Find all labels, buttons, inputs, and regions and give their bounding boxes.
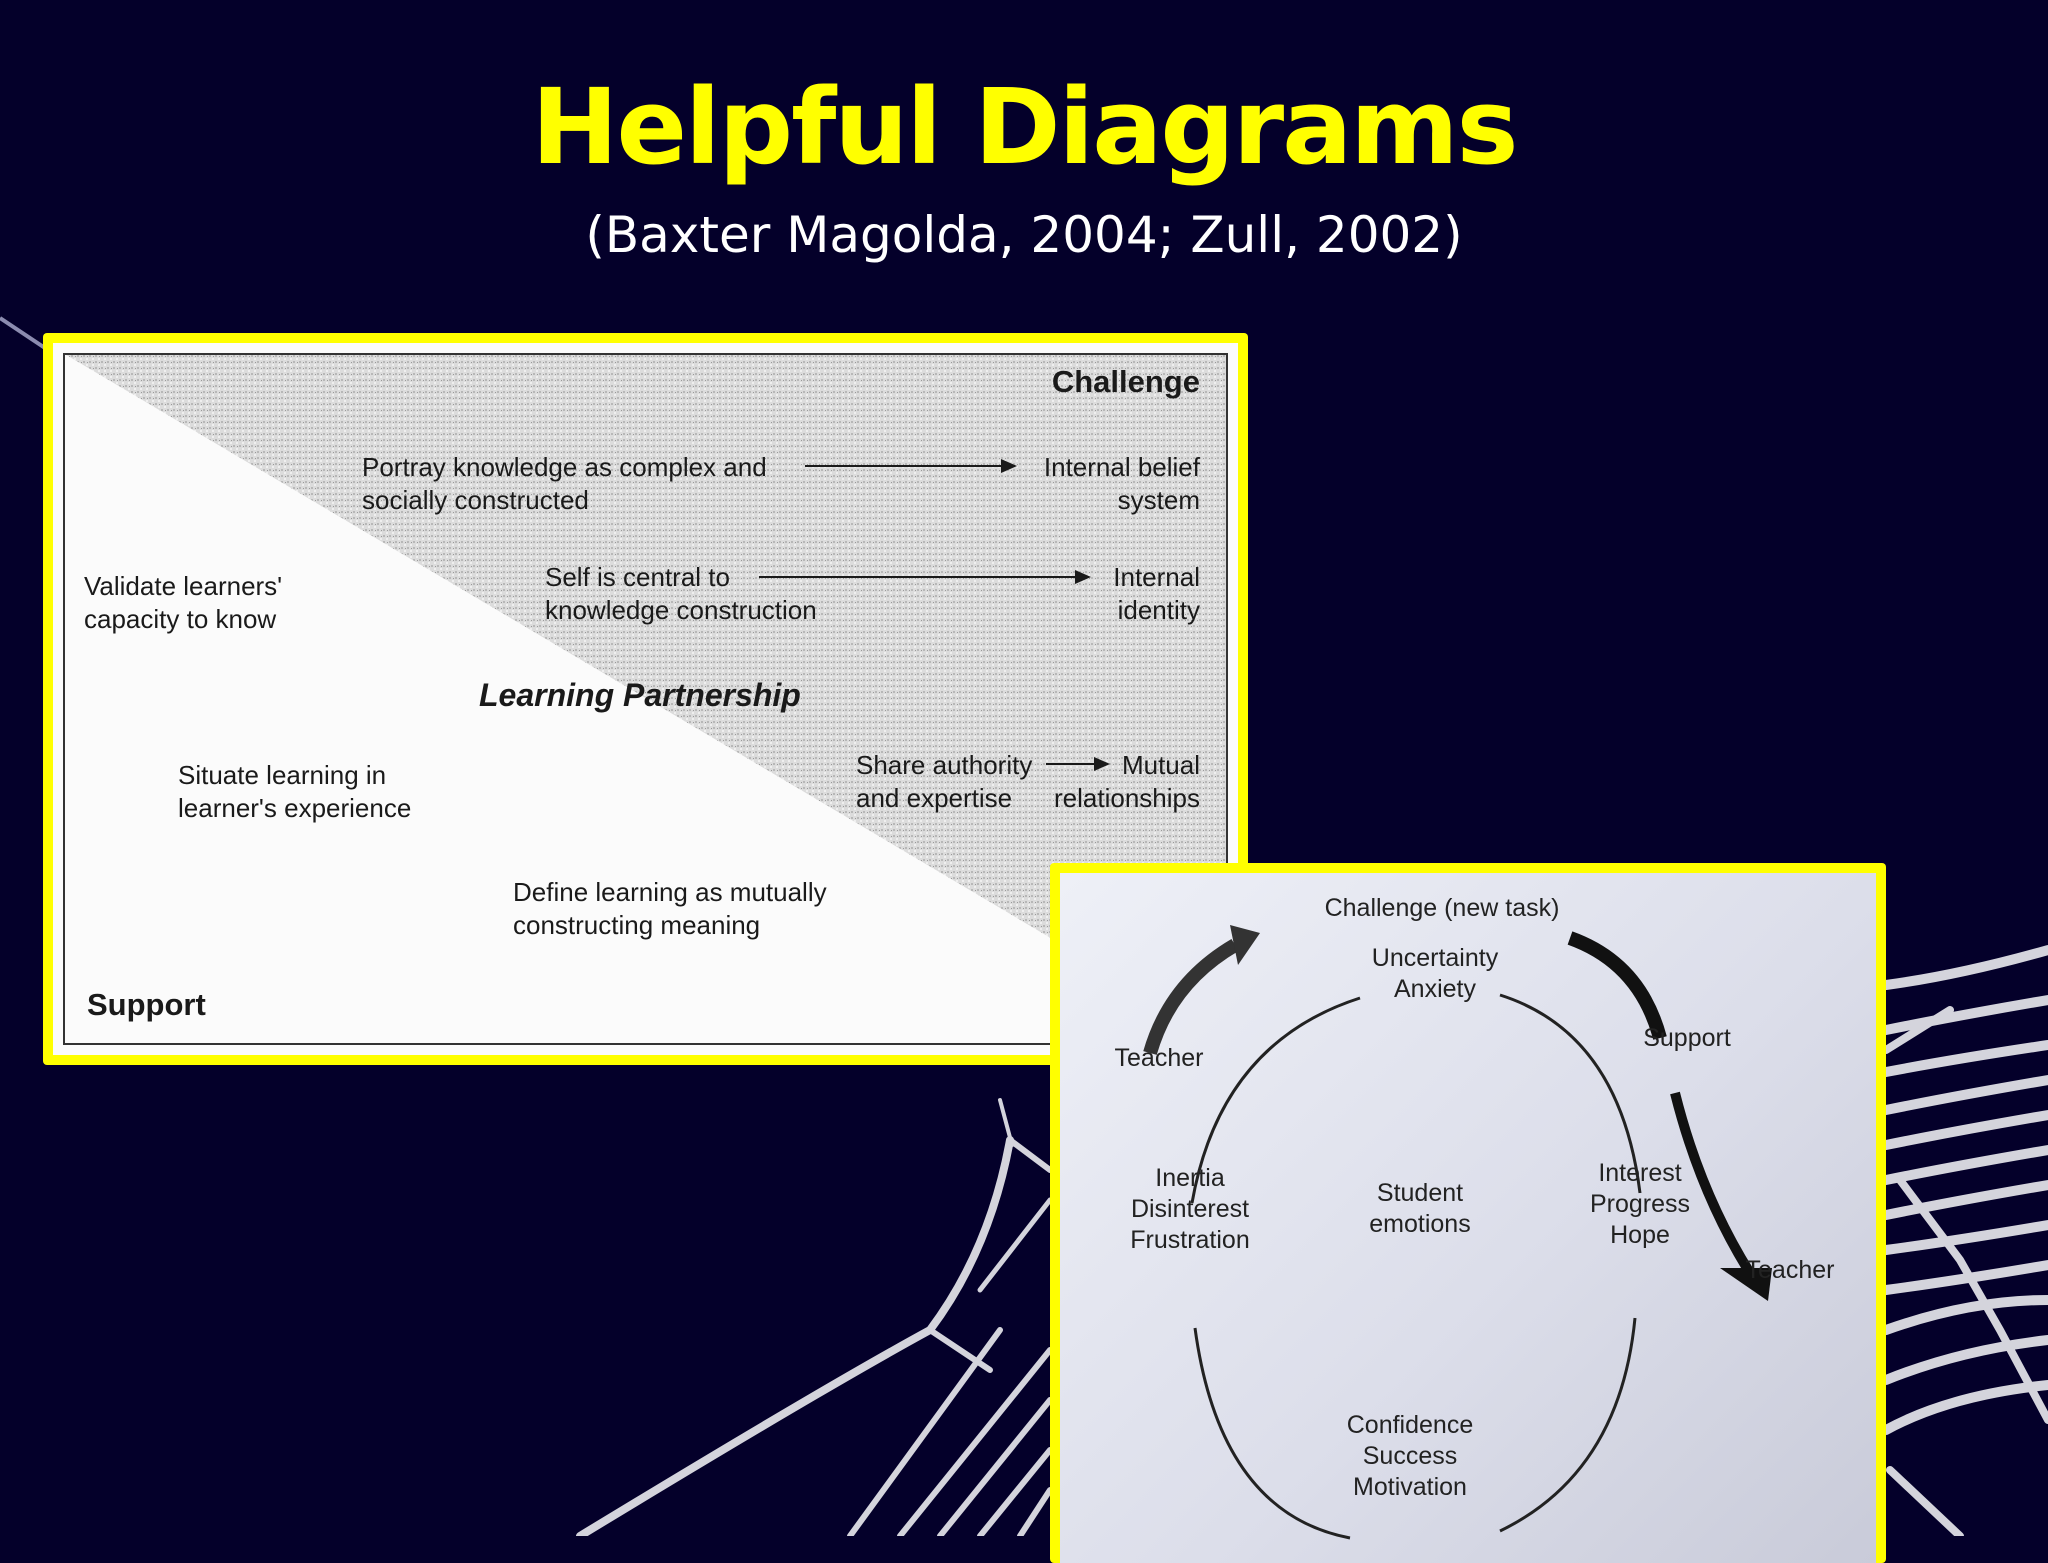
arrow-right-icon — [759, 570, 1091, 584]
slide-title: Helpful Diagrams — [531, 66, 1518, 188]
cycle-arc-bottom-left — [1193, 1327, 1351, 1540]
arrow-right-icon — [805, 459, 1017, 473]
challenge-item-2-from: Self is central to knowledge constructio… — [545, 562, 817, 625]
curved-arrow-up-icon — [1143, 938, 1239, 1055]
cycle-arc-top-left — [1190, 996, 1361, 1204]
arrow-right-icon — [1046, 757, 1110, 771]
learning-partnership-label: Learning Partnership — [479, 677, 801, 713]
state-uncertainty-anxiety: Uncertainty Anxiety — [1371, 944, 1499, 1003]
cycle-arc-top-right — [1499, 993, 1642, 1194]
student-emotions-figure: Challenge (new task) Teacher Support Tea… — [1050, 863, 1886, 1563]
challenge-item-2-to: Internal identity — [1113, 562, 1200, 625]
support-item-2: Situate learning in learner's experience — [178, 760, 412, 823]
teacher-left-label: Teacher — [1114, 1044, 1204, 1072]
state-interest-progress-hope: Interest Progress Hope — [1589, 1159, 1691, 1249]
challenge-item-3-from: Share authority and expertise — [856, 750, 1033, 813]
challenge-item-1-from: Portray knowledge as complex and sociall… — [362, 452, 767, 515]
support-label: Support — [87, 987, 206, 1022]
teacher-right-label: Teacher — [1745, 1256, 1835, 1284]
learning-partnership-figure: Challenge Support Learning Partnership P… — [43, 333, 1248, 1065]
challenge-item-1-to: Internal belief system — [1043, 452, 1200, 515]
emotions-cycle-graphic — [1143, 925, 1772, 1540]
challenge-new-task-label: Challenge (new task) — [1324, 894, 1560, 922]
student-emotions-center-label: Student emotions — [1369, 1179, 1471, 1238]
state-confidence-success-motivation: Confidence Success Motivation — [1346, 1411, 1474, 1501]
support-item-1: Validate learners' capacity to know — [84, 571, 283, 634]
challenge-label: Challenge — [1051, 364, 1200, 399]
slide-subtitle-citation: (Baxter Magolda, 2004; Zull, 2002) — [585, 206, 1463, 264]
diagram-frame — [63, 353, 1228, 1045]
curved-arrow-down-icon — [1567, 931, 1667, 1040]
support-label: Support — [1643, 1024, 1731, 1052]
cycle-arc-bottom-right — [1499, 1317, 1637, 1533]
challenge-shaded-triangle — [63, 353, 1228, 1043]
state-inertia-disinterest-frustration: Inertia Disinterest Frustration — [1130, 1164, 1250, 1254]
support-item-3: Define learning as mutually constructing… — [513, 877, 827, 940]
challenge-item-3-to: Mutual relationships — [1054, 750, 1200, 813]
